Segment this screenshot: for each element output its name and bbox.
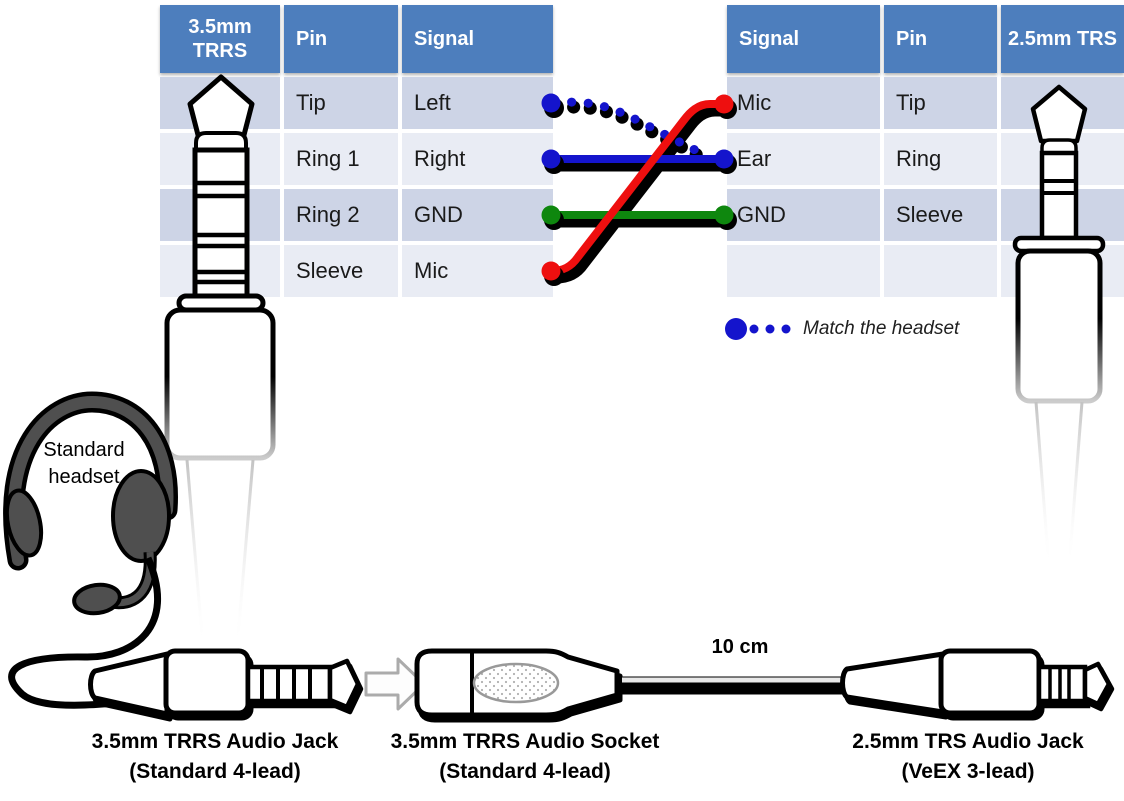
wire-endpoints: [541, 93, 734, 281]
left-table-plug-cell: [160, 245, 280, 297]
left-jack-caption: 3.5mm TRRS Audio Jack (Standard 4-lead): [55, 727, 375, 787]
table-cell: [884, 245, 997, 297]
right-jack-caption-line2: (VeEX 3-lead): [901, 760, 1035, 783]
left-table-header-pin: Pin: [284, 5, 398, 73]
headset-cable: [8, 556, 289, 709]
table-cell: Ring 2: [284, 189, 398, 241]
table-cell: Mic: [727, 77, 880, 129]
wire-shadows: [546, 100, 736, 284]
trrs-socket-illustration: [414, 648, 845, 718]
right-jack-caption: 2.5mm TRS Audio Jack (VeEX 3-lead): [808, 727, 1124, 787]
table-cell: Ring: [884, 133, 997, 185]
trs-jack-horizontal-illustration: [840, 648, 1112, 716]
table-cell: Sleeve: [284, 245, 398, 297]
right-jack-caption-line1: 2.5mm TRS Audio Jack: [852, 730, 1084, 753]
right-table-header-pin: Pin: [884, 5, 997, 73]
table-cell: Tip: [884, 77, 997, 129]
right-arrow-icon: [364, 657, 426, 711]
left-table-title: 3.5mm TRRS: [160, 5, 280, 73]
right-pinout-table: Signal Pin 2.5mm TRS Mic Tip Ear Ring GN…: [727, 5, 1124, 297]
table-cell: [727, 245, 880, 297]
right-table-plug-cell: [1001, 133, 1124, 185]
table-cell: Ear: [727, 133, 880, 185]
socket-caption-line1: 3.5mm TRRS Audio Socket: [390, 730, 660, 753]
table-cell: Right: [402, 133, 553, 185]
wires: [547, 97, 728, 275]
table-cell: Sleeve: [884, 189, 997, 241]
table-cell: Mic: [402, 245, 553, 297]
table-cell: Ring 1: [284, 133, 398, 185]
table-cell: Left: [402, 77, 553, 129]
right-table-title: 2.5mm TRS: [1001, 5, 1124, 73]
right-table-plug-cell: [1001, 245, 1124, 297]
right-table-plug-cell: [1001, 77, 1124, 129]
left-pinout-table: 3.5mm TRRS Pin Signal Tip Left Ring 1 Ri…: [160, 5, 553, 297]
right-table-plug-cell: [1001, 189, 1124, 241]
wire-left-to-ear-dotted: [550, 97, 709, 159]
dotted-line-legend-icon: [725, 318, 791, 340]
table-cell: GND: [727, 189, 880, 241]
headset-label: Standard headset: [43, 439, 125, 488]
left-table-plug-cell: [160, 77, 280, 129]
cable-length-label: 10 cm: [711, 636, 769, 658]
socket-caption: 3.5mm TRRS Audio Socket (Standard 4-lead…: [365, 727, 685, 787]
table-cell: GND: [402, 189, 553, 241]
wire-endpoint-shadows: [544, 98, 737, 286]
legend-label: Match the headset: [803, 318, 960, 339]
left-jack-caption-line2: (Standard 4-lead): [129, 760, 301, 783]
left-jack-caption-line1: 3.5mm TRRS Audio Jack: [91, 730, 339, 753]
trrs-jack-horizontal-illustration: [88, 648, 361, 717]
left-table-plug-cell: [160, 189, 280, 241]
wire-mic-to-mic: [547, 100, 728, 275]
table-cell: Tip: [284, 77, 398, 129]
left-table-header-signal: Signal: [402, 5, 553, 73]
socket-caption-line2: (Standard 4-lead): [439, 760, 611, 783]
right-table-header-signal: Signal: [727, 5, 880, 73]
legend: Match the headset: [723, 313, 959, 345]
left-table-plug-cell: [160, 133, 280, 185]
